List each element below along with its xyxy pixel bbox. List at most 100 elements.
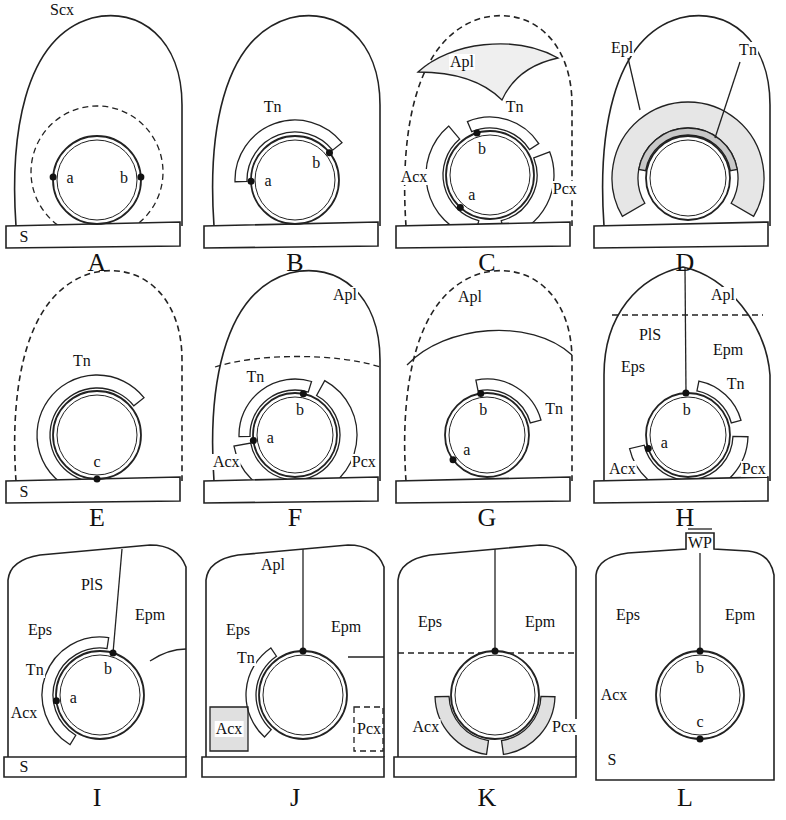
part-label: Acx: [600, 687, 629, 703]
coxa-rim: [253, 393, 337, 477]
pleuron-panel: [204, 16, 380, 248]
articulation-point: [326, 149, 333, 156]
panel-letter: H: [675, 505, 696, 531]
part-label: Tn: [505, 99, 525, 115]
part-label: a: [660, 435, 669, 451]
part-label: S: [19, 229, 30, 245]
coxa-rim-inner: [650, 397, 726, 473]
sclerite-line: [612, 314, 763, 315]
sclerite-line: [685, 268, 686, 393]
part-label: b: [311, 155, 321, 171]
outline: [213, 16, 380, 226]
articulation-point: [300, 648, 307, 655]
panel-letter: L: [676, 785, 694, 811]
part-label: c: [92, 454, 101, 470]
part-label: Epl: [610, 40, 634, 56]
sternum-plate: [202, 757, 384, 777]
panel-letter: G: [477, 505, 498, 531]
part-label: Tn: [72, 353, 92, 369]
sclerite-line: [37, 375, 144, 492]
part-label: Acx: [212, 454, 241, 470]
sternum-plate: [6, 477, 180, 503]
coxa-rim-inner: [257, 397, 333, 473]
part-label: Eps: [225, 622, 251, 638]
articulation-point: [94, 476, 101, 483]
outline: [8, 545, 186, 757]
part-label: Acx: [10, 705, 39, 721]
coxa-rim: [56, 651, 144, 739]
part-label: Pcx: [741, 461, 767, 477]
part-label: b: [295, 402, 305, 418]
part-label: Tn: [738, 42, 758, 58]
part-label: Apl: [260, 557, 286, 573]
part-label: S: [19, 759, 30, 775]
articulation-point: [457, 204, 464, 211]
part-label: a: [69, 690, 78, 706]
coxa-rim-inner: [450, 135, 530, 215]
part-label: Pcx: [351, 454, 377, 470]
outline: [15, 16, 182, 226]
articulation-point: [53, 697, 60, 704]
sclerite-line: [210, 707, 248, 751]
outline: [398, 545, 576, 757]
panel-letter: K: [477, 785, 498, 811]
outline: [604, 267, 770, 481]
sclerite-line: [31, 106, 163, 225]
panel-letter: A: [87, 250, 108, 276]
outline: [596, 533, 774, 780]
part-label: b: [478, 402, 488, 418]
coxa-rim: [656, 651, 744, 739]
pleuron-panel: [4, 545, 186, 777]
part-label: Epm: [134, 607, 166, 623]
articulation-point: [645, 445, 652, 452]
coxa-rim: [445, 393, 529, 477]
pleuron-panel: [6, 16, 182, 248]
articulation-point: [477, 390, 484, 397]
part-label: a: [66, 170, 75, 186]
sternum-plate: [396, 477, 570, 503]
part-label: Tn: [25, 662, 45, 678]
part-label: Apl: [332, 287, 358, 303]
articulation-point: [300, 390, 307, 397]
coxa-rim: [251, 136, 339, 224]
sternum-plate: [594, 222, 768, 248]
panel-letter: J: [289, 785, 301, 811]
pleuron-panel: [396, 271, 572, 503]
part-label: a: [467, 187, 476, 203]
part-label: Acx: [412, 719, 441, 735]
sclerite-line: [628, 58, 640, 110]
outline: [603, 16, 770, 226]
sclerite-line: [348, 656, 384, 657]
panel-letter: B: [285, 250, 304, 276]
coxa-rim-inner: [455, 655, 535, 735]
articulation-point: [697, 736, 704, 743]
pleuron-panel: [594, 267, 770, 503]
part-label: Scx: [49, 2, 75, 18]
coxa-rim-inner: [57, 140, 137, 220]
part-label: S: [607, 752, 618, 768]
part-label: Epm: [724, 607, 756, 623]
part-label: PlS: [638, 327, 662, 343]
part-label: a: [462, 442, 471, 458]
part-label: Eps: [615, 607, 641, 623]
coxa-rim: [53, 391, 141, 479]
coxa-rim-inner: [660, 655, 740, 735]
outline: [405, 16, 572, 226]
sternum-plate: [4, 757, 186, 777]
articulation-point: [492, 648, 499, 655]
sclerite-line: [215, 357, 380, 368]
panel-letter: C: [477, 250, 496, 276]
part-label: Acx: [608, 461, 637, 477]
pleuron-panel: [596, 529, 774, 780]
coxa-rim-inner: [255, 140, 335, 220]
part-label: b: [103, 661, 113, 677]
coxa-rim-inner: [650, 140, 726, 216]
sclerite-line: [715, 62, 740, 138]
part-label: c: [695, 714, 704, 730]
coxa-rim: [53, 136, 141, 224]
part-label: Eps: [417, 614, 443, 630]
part-label: Epm: [524, 614, 556, 630]
part-label: Pcx: [551, 719, 577, 735]
part-label: Tn: [263, 99, 283, 115]
